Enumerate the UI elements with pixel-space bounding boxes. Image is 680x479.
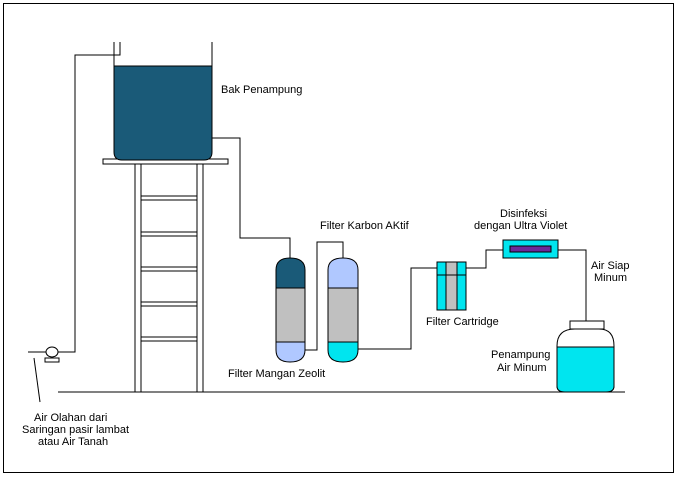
pipe-zeolite-to-carbon — [305, 241, 344, 351]
reservoir-label-line2: Air Minum — [497, 362, 547, 374]
pipe-cartridge-to-uv — [466, 249, 503, 269]
ready-water-label-line1: Air Siap — [591, 260, 630, 272]
uv-label-line1: Disinfeksi — [500, 208, 547, 220]
pipe-uv-to-reservoir — [558, 249, 587, 321]
carbon-filter-label: Filter Karbon AKtif — [320, 220, 410, 232]
pump-icon — [44, 346, 60, 363]
source-label-line2: Saringan pasir lambat — [22, 424, 129, 436]
source-pointer — [33, 357, 41, 403]
tank-stand — [102, 158, 229, 392]
cartridge-filter-label: Filter Cartridge — [426, 316, 499, 328]
zeolite-filter — [275, 257, 306, 363]
zeolite-filter-label: Filter Mangan Zeolit — [228, 368, 325, 380]
source-label-line3: atau Air Tanah — [38, 436, 108, 448]
ready-water-label-line2: Minum — [594, 272, 627, 284]
reservoir-label-line1: Penampung — [491, 349, 550, 361]
carbon-filter — [327, 257, 359, 363]
uv-disinfection-unit — [502, 239, 559, 259]
pipe-tank-to-zeolite — [212, 137, 291, 258]
tank-label: Bak Penampung — [221, 84, 302, 96]
source-label-line1: Air Olahan dari — [34, 412, 107, 424]
drinking-water-reservoir — [556, 320, 615, 393]
inlet-pipe — [28, 42, 121, 353]
uv-label-line2: dengan Ultra Violet — [474, 220, 567, 232]
storage-tank — [113, 42, 213, 161]
pipe-carbon-to-cartridge — [358, 267, 437, 350]
diagram-border — [3, 3, 674, 473]
cartridge-filter — [436, 261, 467, 311]
